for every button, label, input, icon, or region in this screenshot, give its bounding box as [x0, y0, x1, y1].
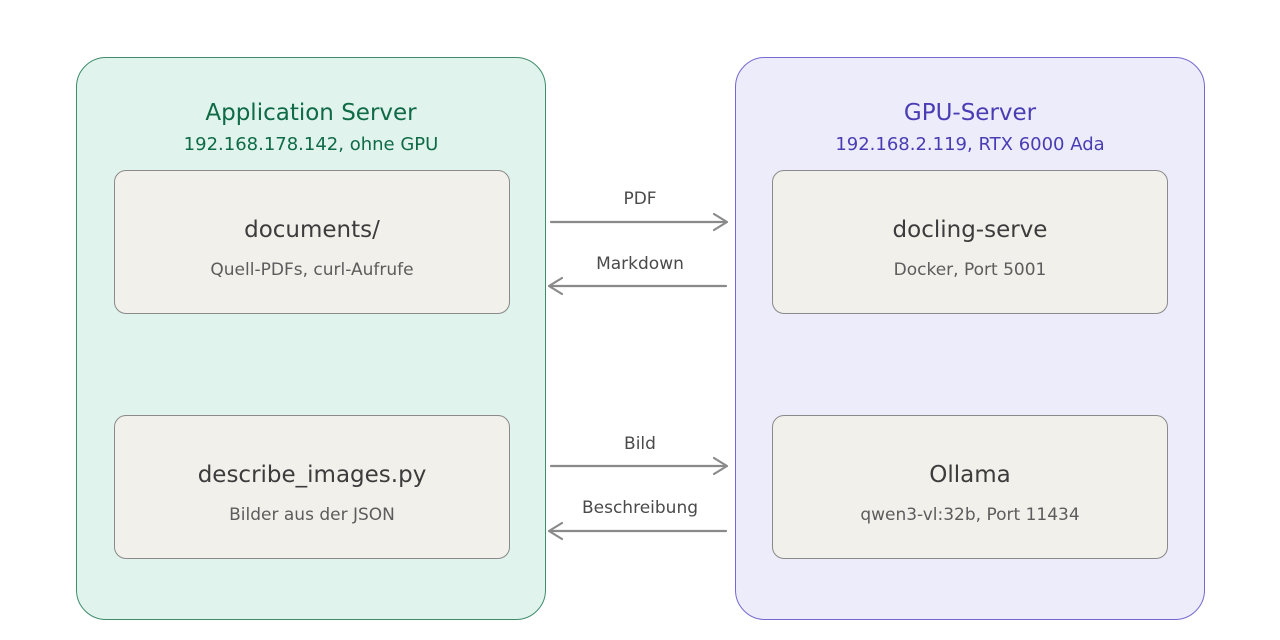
describe-images-box: describe_images.py Bilder aus der JSON — [114, 415, 510, 559]
application-server-title: Application Server — [205, 100, 417, 126]
documents-box-title: documents/ — [244, 217, 380, 243]
gpu-server-title: GPU-Server — [903, 100, 1037, 126]
gpu-server-panel: GPU-Server 192.168.2.119, RTX 6000 Ada d… — [735, 57, 1205, 620]
ollama-box-title: Ollama — [929, 462, 1011, 488]
arrow-label-beschreibung: Beschreibung — [582, 498, 698, 518]
application-server-subtitle: 192.168.178.142, ohne GPU — [183, 134, 439, 155]
describe-images-box-title: describe_images.py — [197, 462, 427, 488]
docling-serve-box-subtitle: Docker, Port 5001 — [893, 260, 1047, 280]
ollama-box-subtitle: qwen3-vl:32b, Port 11434 — [860, 505, 1080, 525]
arrow-beschreibung — [547, 521, 728, 541]
arrow-pdf — [549, 212, 729, 232]
describe-images-box-subtitle: Bilder aus der JSON — [229, 505, 395, 525]
ollama-box: Ollama qwen3-vl:32b, Port 11434 — [772, 415, 1168, 559]
arrow-markdown — [547, 276, 728, 296]
gpu-server-subtitle: 192.168.2.119, RTX 6000 Ada — [835, 134, 1105, 155]
docling-serve-box-title: docling-serve — [892, 217, 1048, 243]
application-server-panel: Application Server 192.168.178.142, ohne… — [76, 57, 546, 620]
docling-serve-box: docling-serve Docker, Port 5001 — [772, 170, 1168, 314]
documents-box-subtitle: Quell-PDFs, curl-Aufrufe — [210, 260, 414, 280]
arrow-label-bild: Bild — [624, 434, 656, 454]
arrow-label-markdown: Markdown — [596, 254, 684, 274]
arrow-label-pdf: PDF — [623, 189, 656, 209]
documents-box: documents/ Quell-PDFs, curl-Aufrufe — [114, 170, 510, 314]
arrow-bild — [549, 456, 729, 476]
